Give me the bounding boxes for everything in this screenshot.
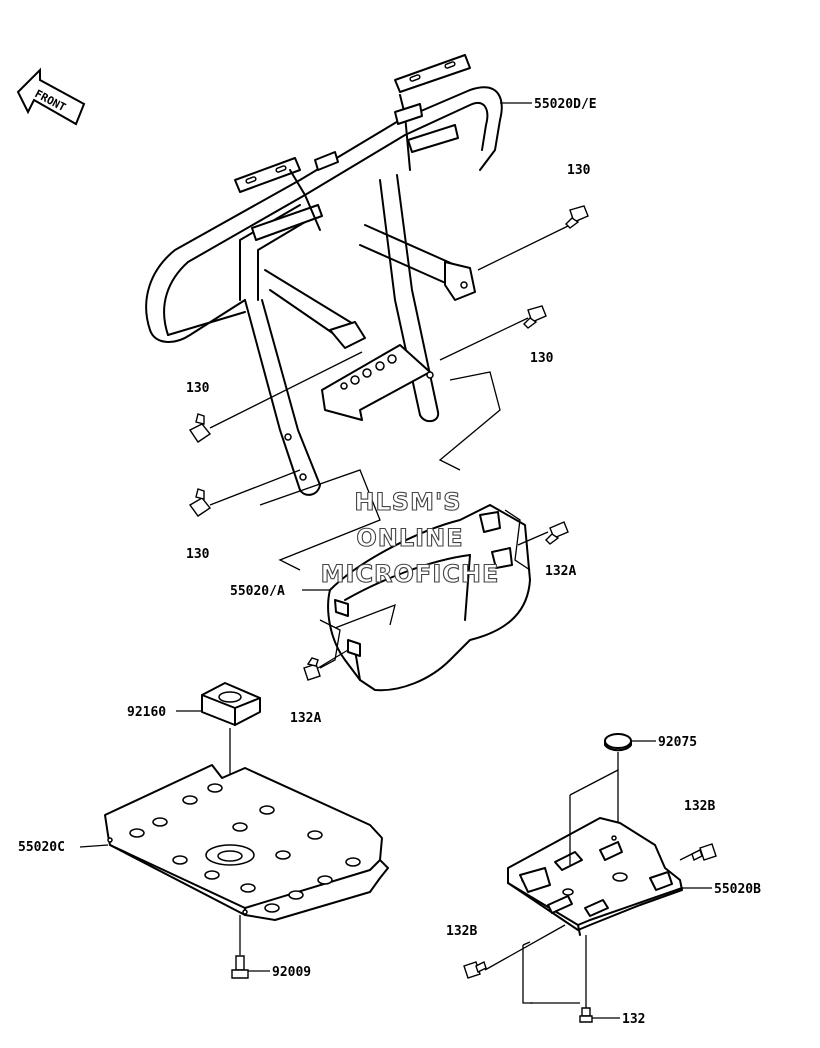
- skid-plate-right: [507, 817, 683, 936]
- cap-92075: [604, 733, 632, 752]
- label-bolt-132: 132: [622, 1012, 645, 1027]
- skid-plate-left: [104, 764, 389, 921]
- screw-92009: [231, 955, 249, 979]
- bolt-132b-left: [463, 961, 487, 979]
- label-plate-right: 55020B: [714, 882, 761, 897]
- bolt-130-left-lower: [188, 488, 212, 517]
- bolt-130-upper-right: [565, 205, 589, 229]
- label-plate-left: 55020C: [18, 840, 65, 855]
- cushion-block: [201, 682, 261, 726]
- front-arrow-icon: FRONT: [16, 67, 86, 126]
- watermark-line-2: ONLINE: [356, 524, 463, 552]
- guard-leaders: [209, 102, 571, 571]
- bolt-132a-right: [545, 521, 569, 545]
- watermark: HLSM'S ONLINE MICROFICHE: [320, 487, 500, 588]
- bolt-132b-right: [691, 843, 717, 861]
- label-cap: 92075: [658, 735, 697, 750]
- bolt-132: [579, 1007, 593, 1023]
- front-guard-frame: [145, 54, 503, 496]
- label-bolt-130-a: 130: [567, 163, 591, 178]
- plate-left-leader: [79, 844, 109, 848]
- right-plate-leaders: [484, 769, 712, 1008]
- label-bolt-132b-right: 132B: [684, 799, 715, 814]
- label-bolt-130-b: 130: [530, 351, 554, 366]
- label-guard-lower: 55020/A: [230, 584, 285, 599]
- label-cushion: 92160: [127, 705, 166, 720]
- bolt-130-mid-right: [523, 305, 547, 329]
- bolt-130-left-upper: [188, 413, 212, 443]
- lower-guard-panel: [327, 504, 531, 692]
- label-bolt-132a-right: 132A: [545, 564, 576, 579]
- label-bolt-132a-left: 132A: [290, 711, 321, 726]
- bolt-132a-left: [303, 657, 321, 681]
- label-guard-front: 55020D/E: [534, 97, 597, 112]
- watermark-line-3: MICROFICHE: [321, 560, 500, 588]
- watermark-line-1: HLSM'S: [354, 488, 461, 516]
- label-screw-left: 92009: [272, 965, 311, 980]
- label-bolt-130-d: 130: [186, 547, 210, 562]
- label-bolt-132b-left: 132B: [446, 924, 477, 939]
- lower-guard-leaders: [302, 509, 549, 669]
- label-bolt-130-c: 130: [186, 381, 210, 396]
